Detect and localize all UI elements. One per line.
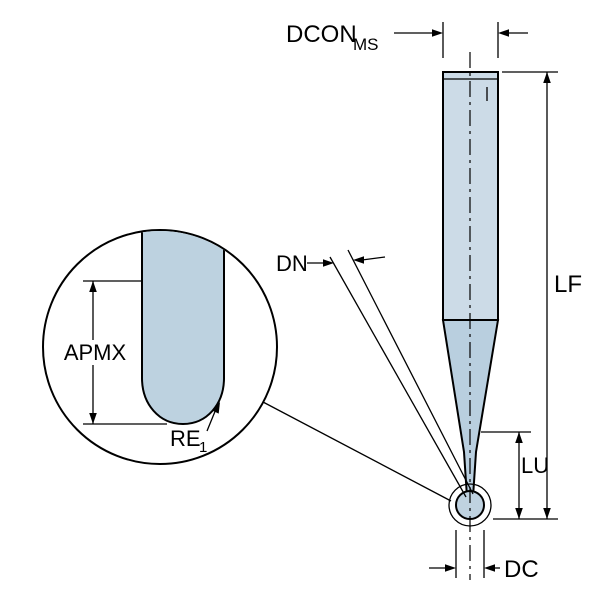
dn-extension-line-left [329, 256, 467, 498]
dcon-subscript: MS [353, 35, 379, 54]
detail-leader-line [262, 401, 452, 502]
lf-label: LF [554, 271, 582, 298]
dn-extension-line-right [347, 249, 474, 495]
dimension-dn: DN [276, 249, 474, 498]
tool-shank [442, 71, 499, 321]
arrowhead-icon [515, 432, 523, 443]
apmx-label: APMX [64, 340, 127, 365]
dimension-dcon: DCON MS [286, 21, 528, 58]
dimension-lf: LF [493, 71, 582, 520]
arrowhead-icon [498, 29, 509, 37]
re-subscript: 1 [199, 439, 207, 456]
lu-label: LU [521, 453, 549, 478]
apmx-label-background [56, 340, 134, 365]
detail-view: APMX RE 1 [42, 229, 278, 465]
dcon-label: DCON [286, 21, 357, 48]
tool-side-view [441, 52, 500, 580]
dimension-apmx: APMX [56, 280, 167, 425]
detail-clip-group [141, 231, 225, 426]
arrowhead-icon [89, 413, 97, 424]
dimension-dc: DC [429, 530, 539, 583]
dimension-re: RE 1 [170, 402, 220, 456]
arrowhead-icon [353, 256, 364, 264]
dn-label: DN [276, 251, 308, 276]
arrowhead-icon [432, 29, 443, 37]
dc-label: DC [504, 556, 539, 583]
arrowhead-icon [543, 508, 551, 519]
re-label: RE [170, 426, 201, 451]
arrowhead-icon [211, 402, 220, 414]
arrowhead-icon [543, 72, 551, 83]
detail-ball-nose-shape [141, 231, 225, 426]
arrowhead-icon [484, 564, 495, 572]
arrowhead-icon [323, 259, 334, 267]
arrowhead-icon [445, 564, 456, 572]
arrowhead-icon [515, 508, 523, 519]
re-arrow-shaft [206, 408, 217, 432]
dimension-lu: LU [481, 431, 549, 519]
arrowhead-icon [89, 281, 97, 292]
dn-arrow-shaft-right [361, 256, 386, 261]
